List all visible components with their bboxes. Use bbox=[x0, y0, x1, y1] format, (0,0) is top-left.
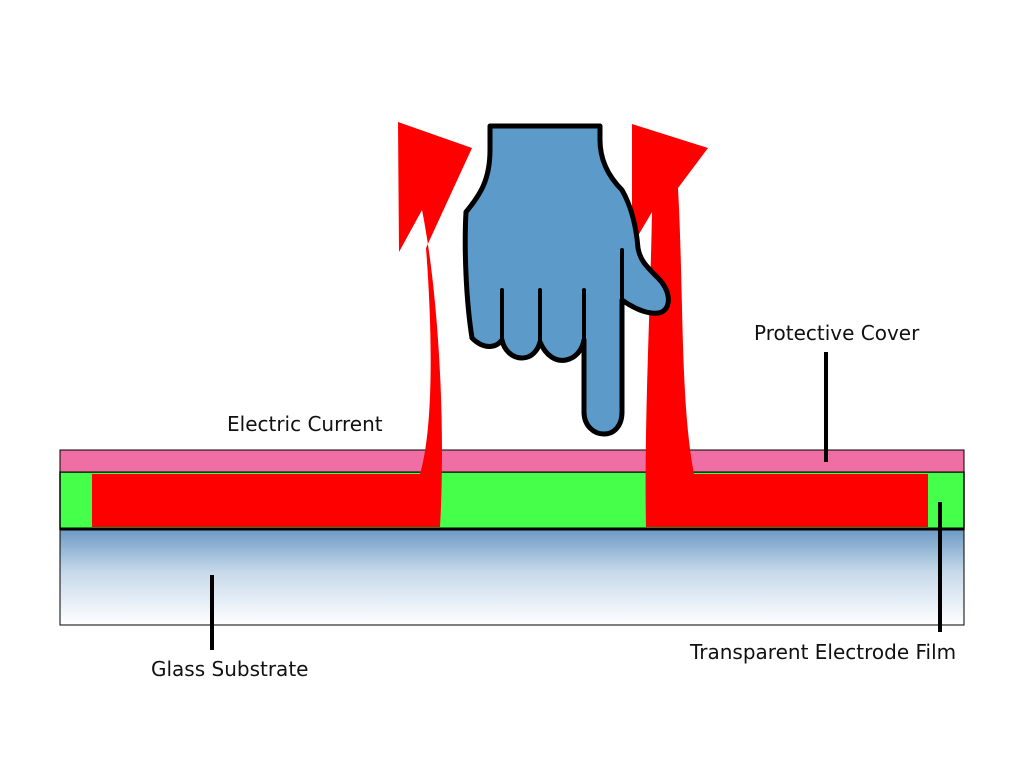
protective-cover-layer bbox=[59, 449, 965, 473]
left-current-arrow bbox=[92, 122, 472, 527]
transparent-electrode-film-label: Transparent Electrode Film bbox=[689, 640, 956, 664]
glass-substrate-label: Glass Substrate bbox=[151, 657, 308, 681]
glass-substrate-layer bbox=[59, 528, 965, 626]
protective-cover-label: Protective Cover bbox=[754, 321, 920, 345]
electric-current-label: Electric Current bbox=[227, 412, 383, 436]
right-current-arrow bbox=[632, 124, 928, 527]
pointing-hand-icon bbox=[462, 123, 671, 437]
